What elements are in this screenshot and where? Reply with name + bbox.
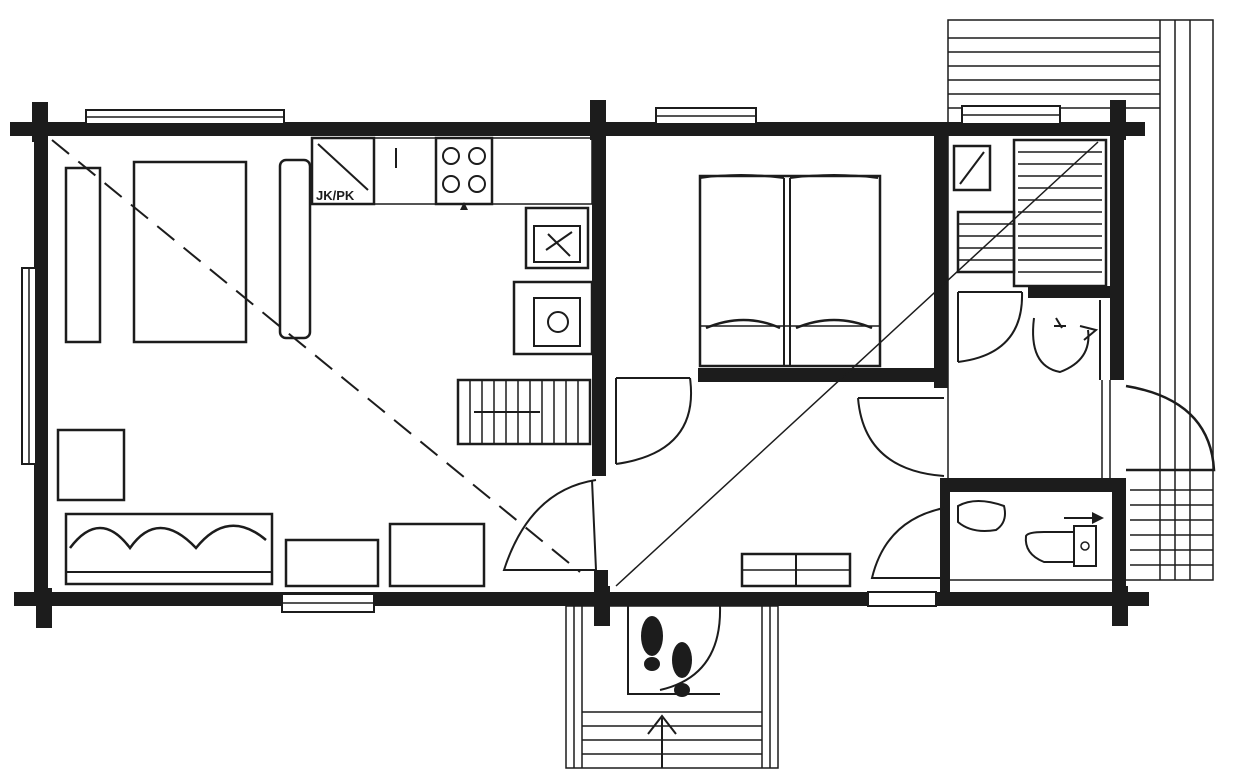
table bbox=[132, 160, 248, 344]
wc bbox=[957, 500, 1104, 567]
counter bbox=[373, 137, 593, 205]
terrace-deck bbox=[947, 19, 1214, 581]
bench-right bbox=[278, 158, 312, 340]
washbasin bbox=[957, 500, 1006, 532]
sofa bbox=[64, 512, 274, 586]
walls bbox=[10, 100, 1149, 628]
kitchen: JK/PK bbox=[310, 136, 594, 356]
sauna-bench-lower bbox=[956, 210, 1016, 274]
stair bbox=[456, 378, 592, 446]
shower bbox=[1032, 300, 1111, 478]
entrance-porch bbox=[565, 605, 779, 769]
doors bbox=[502, 291, 1216, 579]
armchair bbox=[284, 538, 380, 588]
door-entrance bbox=[627, 605, 722, 695]
sauna-bench-upper bbox=[1012, 138, 1108, 288]
side-table bbox=[388, 522, 486, 588]
arrow-up-icon bbox=[647, 714, 677, 768]
sauna bbox=[952, 138, 1108, 288]
fireplace bbox=[56, 428, 126, 502]
kitchen-label: JK/PK bbox=[316, 188, 355, 203]
hall-bench bbox=[740, 552, 852, 588]
stove-icon bbox=[434, 136, 494, 210]
door-living bbox=[502, 479, 597, 571]
toilet-icon bbox=[1024, 525, 1097, 567]
oven bbox=[512, 280, 594, 356]
window-wc-bottom bbox=[867, 591, 937, 607]
door-wc bbox=[870, 507, 945, 579]
door-utility bbox=[857, 397, 945, 477]
boots-icon bbox=[641, 616, 692, 697]
sauna-stove-icon bbox=[952, 144, 992, 192]
windows bbox=[21, 105, 1061, 613]
roof-line bbox=[615, 141, 1099, 587]
loft-edge-line bbox=[51, 139, 581, 573]
living-room bbox=[51, 139, 592, 588]
sink-icon bbox=[524, 206, 590, 270]
door-terrace bbox=[1125, 384, 1216, 472]
door-shower bbox=[957, 291, 1024, 363]
door-hall bbox=[615, 377, 692, 465]
bedroom bbox=[615, 141, 1099, 587]
bench-left bbox=[64, 166, 102, 344]
